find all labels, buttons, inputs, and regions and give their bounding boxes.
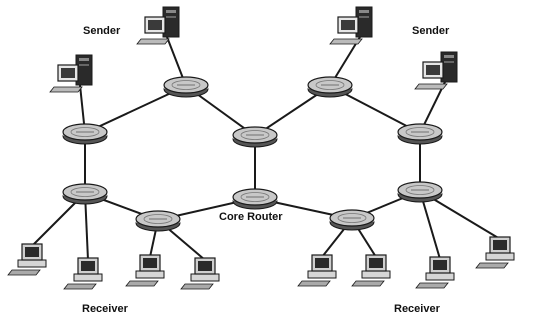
routers-layer	[62, 76, 443, 232]
computers-layer	[7, 6, 515, 290]
receiver-4-computer-icon	[180, 257, 220, 290]
router-low-center	[232, 188, 278, 210]
core-router-label: Core Router	[219, 211, 283, 223]
receiver-6-computer-icon	[351, 254, 391, 287]
router-bot-right	[329, 209, 375, 231]
router-bot-left	[135, 210, 181, 232]
receiver-label-left: Receiver	[82, 303, 128, 315]
router-top-left	[163, 76, 209, 98]
router-top-right	[307, 76, 353, 98]
router-mid-right	[397, 123, 443, 145]
router-low-left	[62, 183, 108, 205]
receiver-2-computer-icon	[63, 257, 103, 290]
sender-label-left: Sender	[83, 25, 121, 37]
receiver-3-computer-icon	[125, 254, 165, 287]
receiver-label-right: Receiver	[394, 303, 440, 315]
receiver-1-computer-icon	[7, 243, 47, 276]
router-mid-center	[232, 126, 278, 148]
sender-top-right-computer-icon	[329, 6, 373, 45]
sender-right-computer-icon	[414, 51, 458, 90]
sender-top-center-computer-icon	[136, 6, 180, 45]
receiver-8-computer-icon	[475, 236, 515, 269]
router-mid-left	[62, 123, 108, 145]
sender-top-left-computer-icon	[49, 54, 93, 93]
receiver-5-computer-icon	[297, 254, 337, 287]
receiver-7-computer-icon	[415, 256, 455, 289]
sender-label-right: Sender	[412, 25, 450, 37]
router-low-right	[397, 181, 443, 203]
